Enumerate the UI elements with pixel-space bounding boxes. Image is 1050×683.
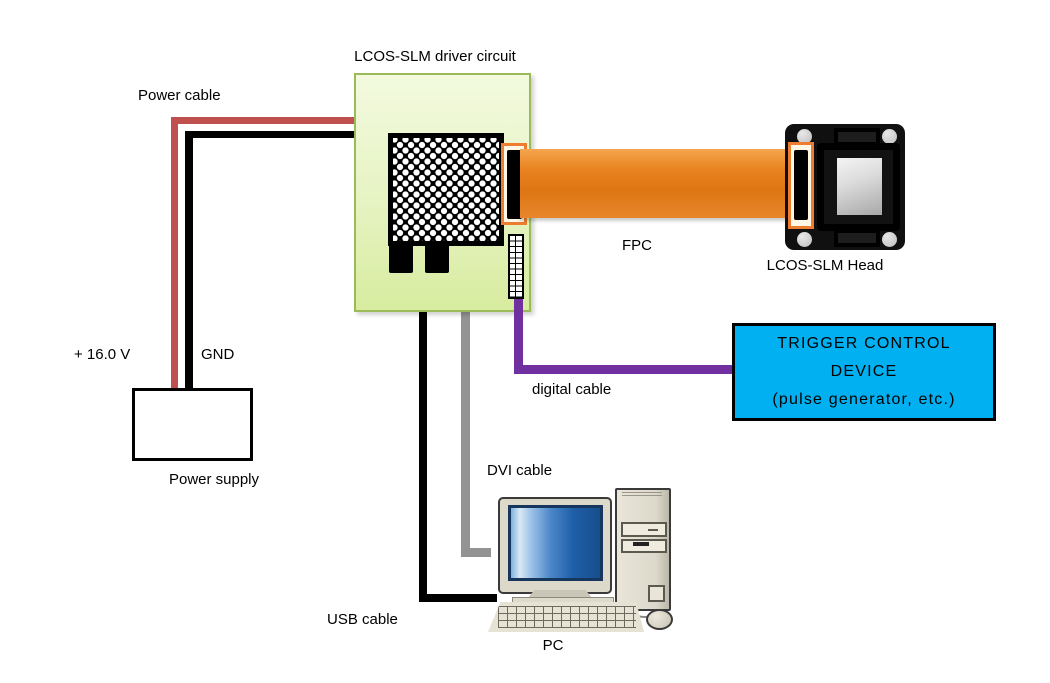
trigger-device-line1: TRIGGER CONTROL bbox=[777, 335, 951, 352]
trigger-device-line3: (pulse generator, etc.) bbox=[772, 391, 956, 408]
digital-connector bbox=[508, 234, 524, 299]
pc-monitor-screen bbox=[508, 505, 603, 581]
chip-icon bbox=[389, 243, 413, 273]
pc-tower-vent bbox=[622, 492, 662, 498]
power-cable-label: Power cable bbox=[138, 87, 221, 104]
cd-drive-slit bbox=[648, 529, 658, 531]
screw-icon bbox=[797, 129, 812, 144]
fpc-connector-driver-pin bbox=[507, 150, 522, 219]
power-cable-red-horizontal bbox=[171, 117, 354, 124]
pc-monitor-neck bbox=[528, 590, 592, 598]
gnd-cable-black-vertical bbox=[185, 131, 193, 390]
pc-label: PC bbox=[542, 637, 564, 654]
screw-icon bbox=[882, 129, 897, 144]
lcos-head-label: LCOS-SLM Head bbox=[766, 257, 884, 274]
digital-cable-horizontal bbox=[514, 365, 732, 374]
usb-cable-label: USB cable bbox=[327, 611, 398, 628]
fpc-cable bbox=[520, 149, 796, 218]
fpc-connector-head-pin bbox=[794, 150, 808, 220]
trigger-control-device-box: TRIGGER CONTROL DEVICE (pulse generator,… bbox=[732, 323, 996, 421]
gnd-cable-black-horizontal bbox=[185, 131, 354, 138]
usb-cable-vertical bbox=[419, 305, 427, 602]
lcos-head-tab-bottom bbox=[834, 229, 880, 247]
dvi-cable-horizontal bbox=[461, 548, 491, 557]
power-supply-label: Power supply bbox=[168, 471, 260, 488]
digital-cable-label: digital cable bbox=[532, 381, 612, 398]
pc-power-button-icon bbox=[648, 585, 665, 602]
screw-icon bbox=[882, 232, 897, 247]
dvi-cable-label: DVI cable bbox=[487, 462, 553, 479]
fpc-label: FPC bbox=[622, 237, 652, 254]
mouse-cable bbox=[630, 600, 660, 618]
heatsink-icon bbox=[388, 133, 504, 246]
cd-drive-icon bbox=[621, 522, 667, 537]
usb-cable-horizontal bbox=[419, 594, 497, 602]
supply-voltage-label: + 16.0 V bbox=[74, 346, 131, 363]
floppy-slot bbox=[633, 542, 649, 546]
lcos-head-window-frame bbox=[817, 143, 900, 231]
screw-icon bbox=[797, 232, 812, 247]
driver-circuit-label: LCOS-SLM driver circuit bbox=[354, 48, 516, 65]
keyboard-keys bbox=[498, 606, 636, 628]
gnd-label: GND bbox=[201, 346, 235, 363]
power-supply-box bbox=[132, 388, 253, 461]
digital-cable-vertical bbox=[514, 293, 523, 374]
dvi-cable-vertical bbox=[461, 305, 470, 557]
lcos-head-mirror bbox=[837, 158, 882, 215]
pc-keyboard bbox=[488, 602, 644, 632]
chip-icon bbox=[425, 243, 449, 273]
power-cable-red-vertical bbox=[171, 117, 178, 390]
mouse-icon bbox=[646, 609, 673, 630]
floppy-drive-icon bbox=[621, 539, 667, 553]
trigger-device-line2: DEVICE bbox=[830, 363, 898, 380]
